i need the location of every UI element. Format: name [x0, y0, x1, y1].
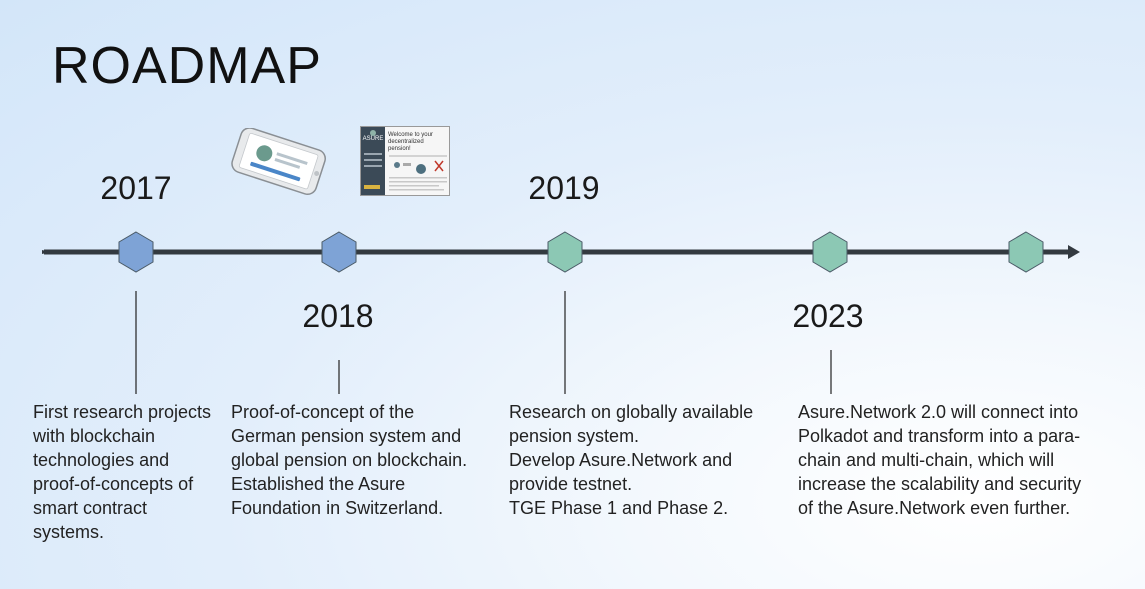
year-label-2018: 2018 [302, 298, 374, 334]
phone-app-image [231, 128, 326, 195]
description-line: Established the Asure [231, 474, 406, 494]
web-app-screenshot: ASURE Welcome to your decentralized pens… [360, 126, 450, 196]
screenshot-heading: Welcome to your decentralized pension! [388, 132, 433, 152]
description-line: with blockchain [33, 426, 156, 446]
milestone-hexagon-2017 [118, 231, 154, 273]
milestone-description-2018: Proof-of-concept of the German pension s… [231, 400, 467, 520]
screenshot-content [364, 130, 447, 191]
timeline-arrowhead [1068, 245, 1080, 259]
description-line: proof-of-concepts of [33, 474, 194, 494]
milestone-hexagon-future [1008, 231, 1044, 273]
year-label-2017: 2017 [100, 170, 172, 206]
description-line: TGE Phase 1 and Phase 2. [509, 498, 729, 518]
description-line: Proof-of-concept of the [231, 402, 415, 422]
description-line: pension system. [509, 426, 640, 446]
year-label-2023: 2023 [792, 298, 864, 334]
description-line: of the Asure.Network even further. [798, 498, 1071, 518]
description-line: Asure.Network 2.0 will connect into [798, 402, 1079, 422]
description-line: Research on globally available [509, 402, 754, 422]
milestone-description-2019: Research on globally available pension s… [509, 400, 753, 520]
milestone-hexagon-2019 [547, 231, 583, 273]
timeline-arrow-tail [42, 250, 50, 254]
description-line: Foundation in Switzerland. [231, 498, 444, 518]
description-line: Develop Asure.Network and [509, 450, 733, 470]
description-line: systems. [33, 522, 105, 542]
description-line: increase the scalability and security [798, 474, 1082, 494]
page-title: ROADMAP [52, 37, 322, 95]
milestone-description-2017: First research projects with blockchain … [33, 400, 211, 544]
description-line: global pension on blockchain. [231, 450, 468, 470]
description-line: German pension system and [231, 426, 462, 446]
milestone-hexagon-2023 [812, 231, 848, 273]
milestone-hexagon-2018 [321, 231, 357, 273]
description-line: provide testnet. [509, 474, 633, 494]
milestone-description-2023: Asure.Network 2.0 will connect into Polk… [798, 400, 1081, 520]
description-line: smart contract [33, 498, 148, 518]
screenshot-brand: ASURE [362, 136, 384, 142]
description-line: First research projects [33, 402, 212, 422]
description-line: Polkadot and transform into a para- [798, 426, 1081, 446]
year-label-2019: 2019 [528, 170, 600, 206]
description-line: chain and multi-chain, which will [798, 450, 1055, 470]
description-line: technologies and [33, 450, 170, 470]
